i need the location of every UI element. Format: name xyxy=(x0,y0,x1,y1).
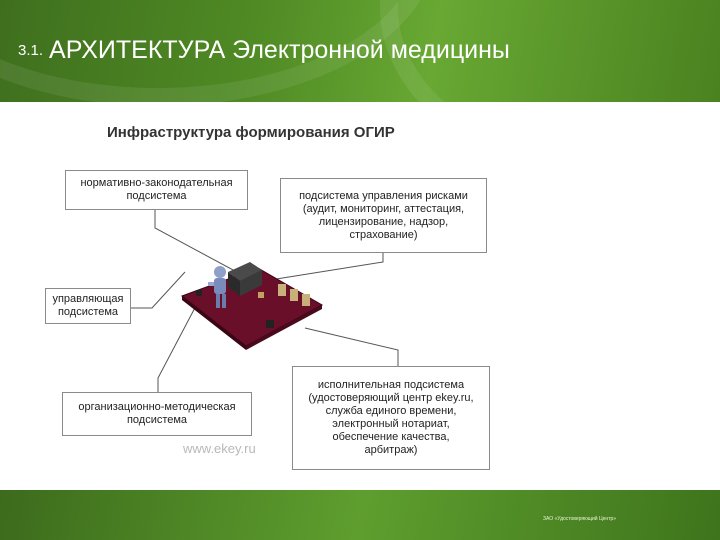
box-line: страхование) xyxy=(299,229,468,242)
executive-subsystem-box: исполнительная подсистема (удостоверяющи… xyxy=(292,366,490,470)
box-line: обеспечение качества, xyxy=(308,431,473,444)
box-line: лицензирование, надзор, xyxy=(299,216,468,229)
footer-company: ЗАО «Удостоверяющий Центр» xyxy=(543,516,616,522)
slide-footer: ЗАО «Удостоверяющий Центр» xyxy=(0,490,720,540)
connector-executive xyxy=(305,328,398,368)
box-line: исполнительная подсистема xyxy=(308,379,473,392)
box-line: подсистема xyxy=(80,190,232,203)
box-line: арбитраж) xyxy=(308,444,473,457)
connector-organizational xyxy=(158,302,198,392)
organizational-subsystem-box: организационно-методическая подсистема xyxy=(62,392,252,436)
risk-subsystem-box: подсистема управления рисками (аудит, мо… xyxy=(280,178,487,253)
box-line: подсистема управления рисками xyxy=(299,190,468,203)
box-line: служба единого времени, xyxy=(308,405,473,418)
normative-subsystem-box: нормативно-законодательная подсистема xyxy=(65,170,248,210)
box-line: (аудит, мониторинг, аттестация, xyxy=(299,203,468,216)
box-line: электронный нотариат, xyxy=(308,418,473,431)
connector-managing xyxy=(130,272,185,308)
watermark-url: www.ekey.ru xyxy=(183,441,256,456)
box-line: нормативно-законодательная xyxy=(80,177,232,190)
connector-risk xyxy=(270,252,383,280)
box-line: организационно-методическая xyxy=(78,401,235,414)
box-line: управляющая xyxy=(52,293,123,306)
box-line: подсистема xyxy=(52,306,123,319)
box-line: подсистема xyxy=(78,414,235,427)
managing-subsystem-box: управляющая подсистема xyxy=(45,288,131,324)
connector-normative xyxy=(155,208,248,278)
box-line: (удостоверяющий центр ekey.ru, xyxy=(308,392,473,405)
